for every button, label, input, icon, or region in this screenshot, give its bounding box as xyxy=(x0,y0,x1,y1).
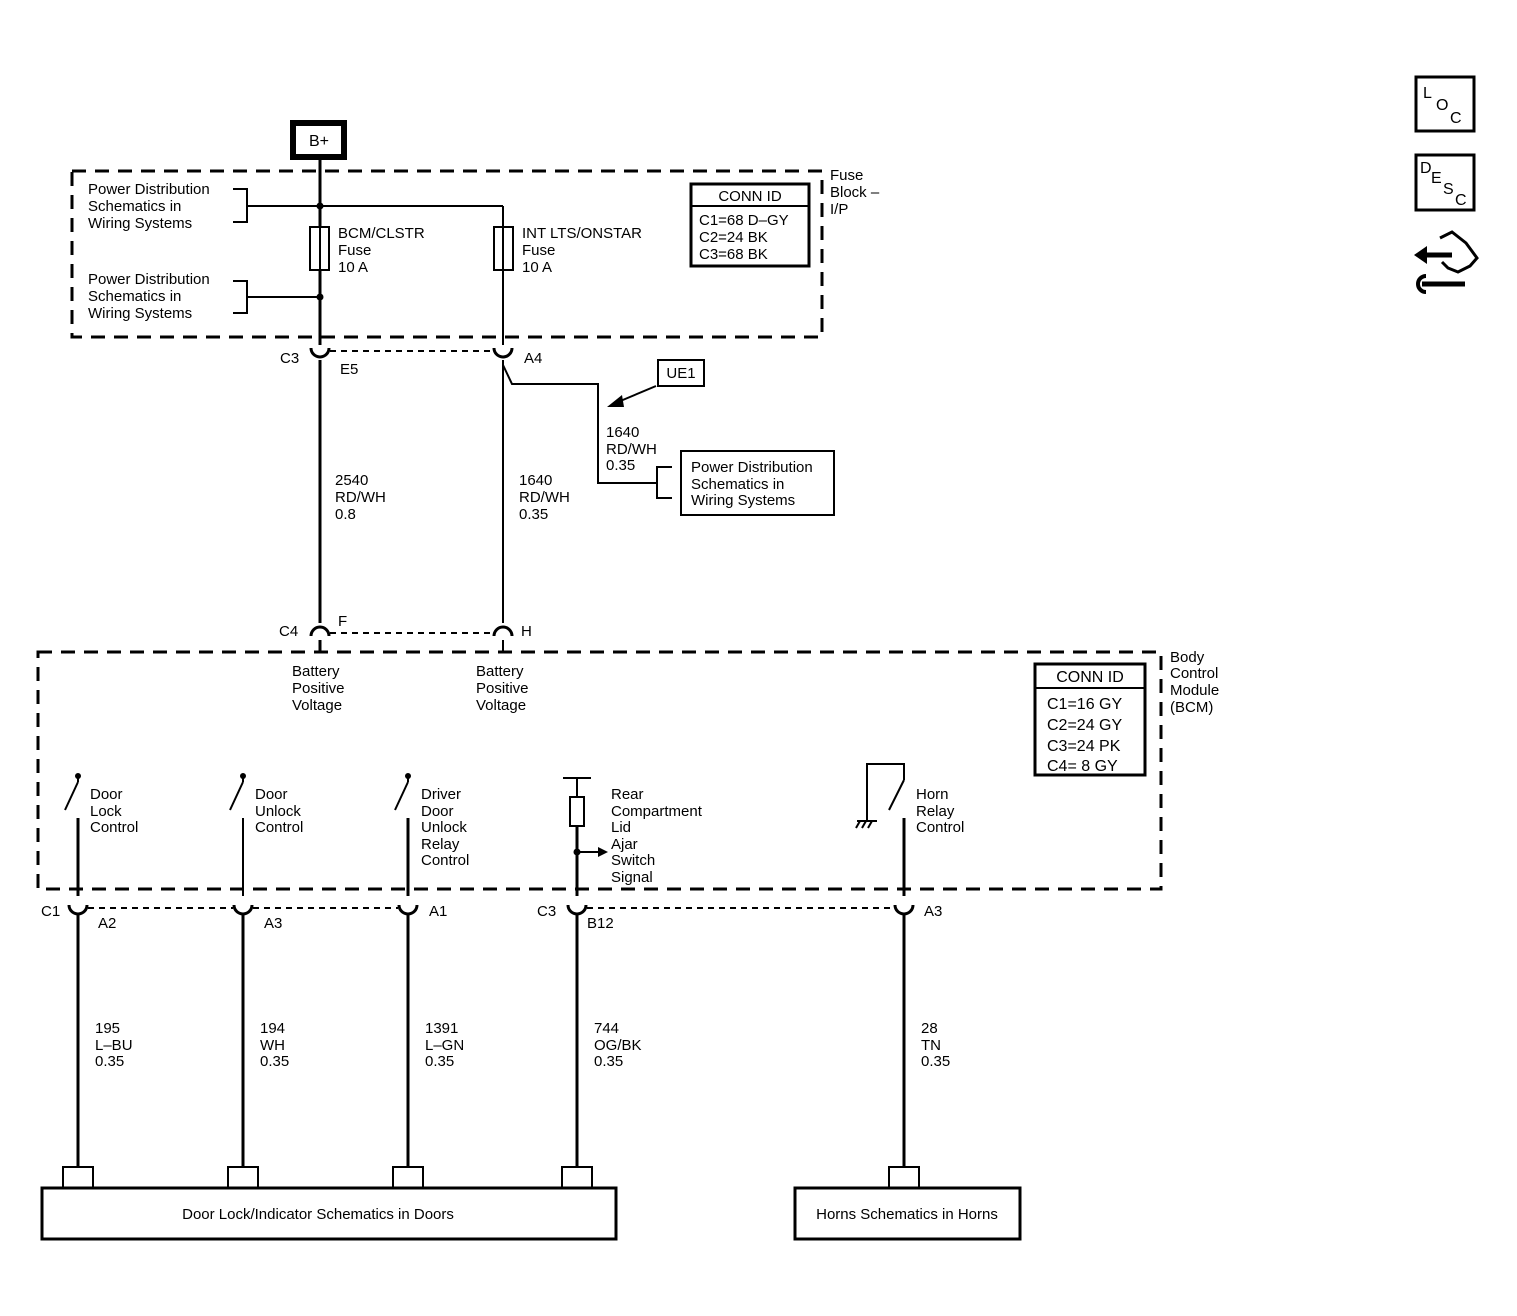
connector-c3-bcm[interactable]: C3 B12 A3 xyxy=(537,903,942,932)
conn-id-row: C1=68 D–GY xyxy=(699,212,789,229)
svg-text:Door Lock Control: Door Lock Control xyxy=(90,786,138,836)
conn-id-row: C3=68 BK xyxy=(699,246,768,263)
pin-label: A3 xyxy=(924,903,942,920)
fuse-bcm-clstr[interactable]: BCM/CLSTR Fuse 10 A xyxy=(309,225,429,276)
conn-id-row: C2=24 GY xyxy=(1047,717,1122,734)
conn-id-row: C4= 8 GY xyxy=(1047,758,1118,775)
option-badge-ue1[interactable]: UE1 xyxy=(657,359,705,387)
dest-horns-schematics[interactable]: Horns Schematics in Horns xyxy=(793,1186,1022,1241)
wire-28-label: 28 TN 0.35 xyxy=(921,1020,950,1070)
power-distribution-ref-bottom[interactable]: Power Distribution Schematics in Wiring … xyxy=(88,271,320,322)
battery-label: B+ xyxy=(309,133,329,150)
svg-text:UE1: UE1 xyxy=(666,365,695,382)
switch-driver-door-unlock[interactable]: Driver Door Unlock Relay Control xyxy=(394,773,471,896)
svg-text:C: C xyxy=(1450,110,1462,127)
signal-rear-lid-ajar[interactable]: Rear Compartment Lid Ajar Switch Signal xyxy=(563,777,706,896)
conn-id-title: CONN ID xyxy=(718,188,782,205)
connector-c3-fuse-block[interactable]: C3 E5 A4 xyxy=(280,347,542,378)
terminal-stubs xyxy=(62,1166,920,1188)
repair-icon[interactable] xyxy=(1414,230,1479,294)
svg-text:Driver Door Unlock: Driver Door Unlock Relay Control xyxy=(421,786,471,869)
branch-wire-label: 1640 RD/WH 0.35 xyxy=(606,424,661,474)
battery-source: B+ xyxy=(290,120,347,160)
connector-c1-bcm[interactable]: C1 A2 A3 A1 xyxy=(41,903,447,932)
bcm-input-battery-2: Battery Positive Voltage xyxy=(476,663,533,714)
bcm-outline xyxy=(36,650,1163,891)
option-arrow xyxy=(607,385,657,407)
connector-label: C3 xyxy=(280,350,299,367)
connector-label: C3 xyxy=(537,903,556,920)
svg-text:S: S xyxy=(1443,181,1454,198)
dest-door-lock-schematics[interactable]: Door Lock/Indicator Schematics in Doors xyxy=(40,1186,618,1241)
svg-text:INT LTS/ONSTAR Fuse: INT LTS/ONSTAR Fuse 10 A xyxy=(522,225,646,276)
conn-id-row: C3=24 PK xyxy=(1047,738,1121,755)
connector-label: C4 xyxy=(279,623,298,640)
svg-text:Horn Relay Control: Horn Relay Control xyxy=(916,786,964,836)
svg-text:L: L xyxy=(1423,85,1432,102)
svg-text:Power Distribution Schem: Power Distribution Schematics in Wiring … xyxy=(88,271,214,322)
pin-label: A2 xyxy=(98,915,116,932)
pin-label: A1 xyxy=(429,903,447,920)
wire-2540-label: 2540 RD/WH 0.8 xyxy=(335,472,390,523)
fuse-block-title: Fuse Block – I/P xyxy=(830,167,883,218)
pin-label: H xyxy=(521,623,532,640)
bcm-title: Body Control Module (BCM) xyxy=(1170,649,1223,716)
conn-id-title: CONN ID xyxy=(1056,669,1124,686)
svg-text:Power Distribution Schem: Power Distribution Schematics in Wiring … xyxy=(88,181,214,232)
wire-744-label: 744 OG/BK 0.35 xyxy=(594,1020,646,1070)
wire-1640-branch xyxy=(502,364,657,484)
pin-label: F xyxy=(338,613,347,630)
pin-label: B12 xyxy=(587,915,614,932)
svg-text:Door Lock/Indicator Schematics: Door Lock/Indicator Schematics in Doors xyxy=(182,1206,454,1223)
wire-1391-label: 1391 L–GN 0.35 xyxy=(425,1020,468,1070)
desc-icon[interactable]: D E S C xyxy=(1414,153,1476,212)
wire-195-label: 195 L–BU 0.35 xyxy=(95,1020,137,1070)
switch-door-unlock[interactable]: Door Unlock Control xyxy=(229,773,305,896)
wire-194-label: 194 WH 0.35 xyxy=(260,1020,289,1070)
svg-text:Horns Schematics in Horns: Horns Schematics in Horns xyxy=(816,1206,998,1223)
svg-text:D: D xyxy=(1420,160,1432,177)
switch-door-lock[interactable]: Door Lock Control xyxy=(64,773,138,896)
power-distribution-ref-box[interactable]: Power Distribution Schematics in Wiring … xyxy=(656,450,835,516)
wire-1640-label: 1640 RD/WH 0.35 xyxy=(519,472,574,523)
bcm-conn-id[interactable]: CONN ID C1=16 GY C2=24 GY C3=24 PK C4= 8… xyxy=(1033,662,1147,777)
pin-label: A4 xyxy=(524,350,542,367)
switch-horn-relay[interactable]: Horn Relay Control xyxy=(855,763,964,896)
svg-text:BCM/CLSTR Fuse 10: BCM/CLSTR Fuse 10 A xyxy=(338,225,429,276)
svg-text:Power Distribution Schem: Power Distribution Schematics in Wiring … xyxy=(691,459,817,509)
bcm-input-battery-1: Battery Positive Voltage xyxy=(292,663,349,714)
connector-label: C1 xyxy=(41,903,60,920)
svg-text:C: C xyxy=(1455,192,1467,209)
pin-label: A3 xyxy=(264,915,282,932)
conn-id-row: C2=24 BK xyxy=(699,229,768,246)
fuse-block-conn-id[interactable]: CONN ID C1=68 D–GY C2=24 BK C3=68 BK xyxy=(689,182,811,268)
power-distribution-ref-top[interactable]: Power Distribution Schematics in Wiring … xyxy=(88,181,503,232)
svg-text:E: E xyxy=(1431,170,1442,187)
connector-c4-bcm[interactable]: C4 F H xyxy=(279,613,532,640)
svg-text:Rear Compartment L: Rear Compartment Lid Ajar Switch Signal xyxy=(611,786,706,886)
fuse-block-outline xyxy=(70,169,824,339)
ground-icon xyxy=(855,820,877,829)
fuse-int-lts-onstar[interactable]: INT LTS/ONSTAR Fuse 10 A xyxy=(493,225,646,276)
loc-icon[interactable]: L O C xyxy=(1414,75,1476,133)
conn-id-row: C1=16 GY xyxy=(1047,696,1122,713)
pin-label: E5 xyxy=(340,361,358,378)
svg-text:O: O xyxy=(1436,97,1448,114)
svg-text:Door Unlock Contro: Door Unlock Control xyxy=(255,786,305,836)
